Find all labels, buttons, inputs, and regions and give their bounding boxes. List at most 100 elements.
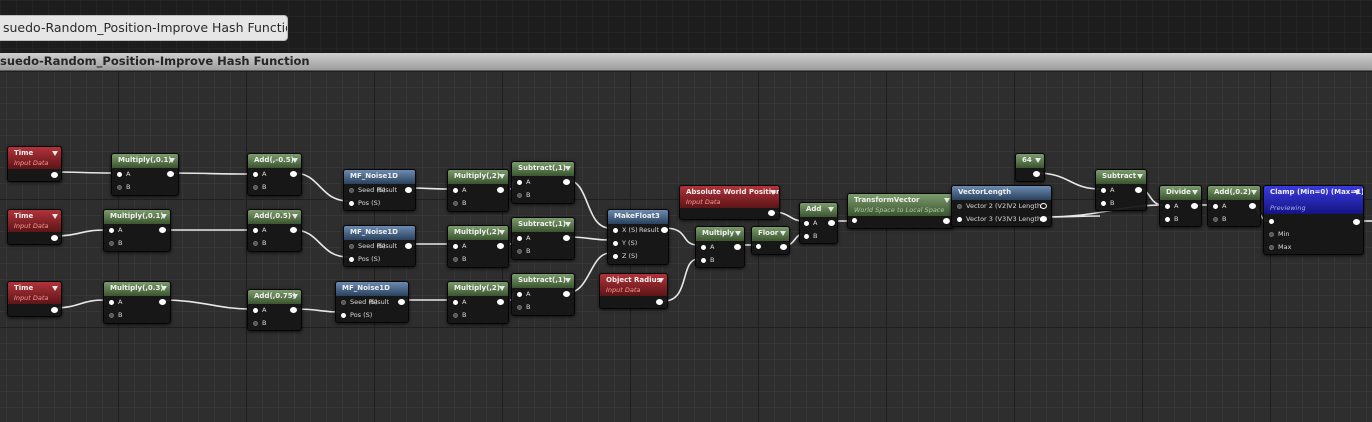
collapse-arrow-icon[interactable] [770, 190, 776, 195]
input-pin-b[interactable]: B [253, 319, 266, 327]
output-pin[interactable] [943, 218, 950, 224]
node-makefloat3[interactable]: MakeFloat3 X (S) Result Y (S) Z (S) [607, 209, 669, 265]
collapse-arrow-icon[interactable] [292, 158, 298, 163]
output-pin[interactable] [51, 172, 58, 178]
pin-dot[interactable] [613, 253, 618, 259]
pin-dot[interactable] [349, 256, 354, 262]
collapse-arrow-icon[interactable] [1137, 174, 1143, 179]
input-pin-b[interactable]: B [453, 311, 466, 319]
input-pin-max[interactable]: Max [1269, 243, 1291, 251]
pin-dot[interactable] [453, 256, 458, 262]
output-pin[interactable] [1249, 203, 1256, 209]
pin-dot[interactable] [253, 227, 258, 233]
input-pin-seed[interactable]: Seed (S) [349, 242, 386, 250]
node-mf-noise1d-3[interactable]: MF_Noise1D Seed (S) Result Pos (S) [335, 281, 409, 323]
collapse-arrow-icon[interactable] [52, 214, 58, 219]
input-pin-y[interactable]: Y (S) [613, 239, 637, 247]
pin-dot[interactable] [117, 184, 122, 190]
pin-dot[interactable] [253, 171, 258, 177]
input-pin-b[interactable]: B [109, 239, 122, 247]
pin-dot[interactable] [613, 227, 618, 233]
pin-dot[interactable] [804, 220, 809, 226]
node-add-1[interactable]: Add(,-0.5) A B [247, 153, 302, 196]
node-floor[interactable]: Floor [751, 226, 790, 255]
input-pin-b[interactable]: B [701, 256, 714, 264]
output-pin[interactable] [1135, 187, 1142, 193]
pin-dot[interactable] [1269, 244, 1274, 250]
input-pin-b[interactable]: B [1213, 215, 1226, 223]
node-mf-noise1d-1[interactable]: MF_Noise1D Seed (S) Result Pos (S) [343, 169, 416, 211]
node-add-0-2[interactable]: Add(,0.2) A B [1207, 185, 1261, 227]
collapse-arrow-icon[interactable] [292, 214, 298, 219]
output-pin[interactable] [497, 299, 504, 305]
input-pin-a[interactable]: A [453, 298, 466, 306]
node-add-3[interactable]: Add(,0.75) A B [247, 289, 302, 331]
pin-dot[interactable] [1101, 200, 1106, 206]
collapse-arrow-icon[interactable] [565, 222, 571, 227]
pin-dot[interactable] [109, 227, 114, 233]
output-pin[interactable] [405, 243, 412, 249]
input-pin-b[interactable]: B [253, 183, 266, 191]
collapse-arrow-icon[interactable] [161, 286, 167, 291]
node-subtract[interactable]: Subtract A B [1095, 169, 1147, 211]
output-pin[interactable] [405, 187, 412, 193]
output-pin[interactable] [563, 291, 570, 297]
input-pin-a[interactable]: A [1213, 202, 1226, 210]
input-pin-a[interactable]: A [517, 290, 530, 298]
input-pin-a[interactable]: A [1165, 202, 1178, 210]
input-pin-a[interactable]: A [253, 170, 266, 178]
pin-dot[interactable] [1165, 216, 1170, 222]
input-pin-b[interactable]: B [117, 183, 130, 191]
input-pin-a[interactable]: A [453, 186, 466, 194]
output-pin[interactable] [290, 227, 297, 233]
collapse-arrow-icon[interactable] [658, 278, 664, 283]
pin-dot[interactable] [517, 248, 522, 254]
pin-dot[interactable] [517, 304, 522, 310]
output-pin[interactable] [828, 220, 835, 226]
pin-dot[interactable] [109, 312, 114, 318]
input-pin[interactable] [1269, 219, 1274, 224]
output-pin[interactable] [563, 179, 570, 185]
output-pin[interactable] [563, 235, 570, 241]
pin-dot[interactable] [453, 243, 458, 249]
input-pin-min[interactable]: Min [1269, 230, 1290, 238]
pin-dot[interactable] [453, 299, 458, 305]
collapse-arrow-icon[interactable] [52, 286, 58, 291]
node-add-x[interactable]: Add A B [799, 202, 838, 244]
pin-dot[interactable] [453, 200, 458, 206]
node-multiply-6[interactable]: Multiply(,2) A B [447, 281, 509, 324]
output-pin[interactable] [768, 210, 775, 216]
pin-dot[interactable] [701, 244, 706, 250]
pin-dot[interactable] [517, 179, 522, 185]
input-pin-seed[interactable]: Seed (S) [349, 186, 386, 194]
output-pin[interactable] [780, 244, 787, 250]
pin-dot[interactable] [253, 184, 258, 190]
output-pin-v3[interactable] [1040, 216, 1047, 222]
pin-dot[interactable] [517, 291, 522, 297]
input-pin-x[interactable]: X (S) [613, 226, 638, 234]
collapse-arrow-icon[interactable] [735, 231, 741, 236]
node-vector-length[interactable]: VectorLength Vector 2 (V2) V2 Length Vec… [951, 185, 1052, 227]
pin-dot[interactable] [957, 216, 962, 222]
pin-dot[interactable] [253, 240, 258, 246]
input-pin-a[interactable]: A [701, 243, 714, 251]
pin-dot[interactable] [349, 200, 354, 206]
input-pin-b[interactable]: B [453, 199, 466, 207]
node-multiply-5[interactable]: Multiply(,2) A B [447, 225, 509, 268]
output-pin[interactable] [734, 244, 741, 250]
collapse-arrow-icon[interactable] [499, 286, 505, 291]
input-pin-seed[interactable]: Seed (S) [341, 298, 378, 306]
pin-dot[interactable] [1213, 203, 1218, 209]
pin-dot[interactable] [1101, 187, 1106, 193]
input-pin-a[interactable]: A [253, 306, 266, 314]
input-pin-a[interactable]: A [109, 226, 122, 234]
input-pin-a[interactable]: A [517, 178, 530, 186]
collapse-arrow-icon[interactable] [1251, 190, 1257, 195]
input-pin-pos[interactable]: Pos (S) [341, 311, 372, 319]
pin-dot[interactable] [453, 187, 458, 193]
pin-dot[interactable] [109, 299, 114, 305]
collapse-arrow-icon[interactable] [292, 294, 298, 299]
